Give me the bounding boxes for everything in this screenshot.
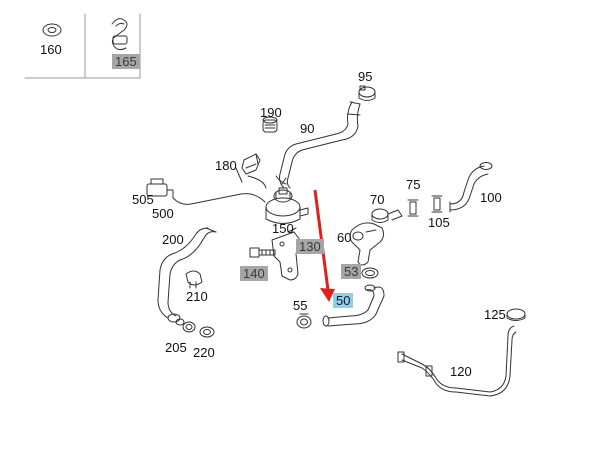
callout-125[interactable]: 125 [484, 307, 506, 322]
callout-50[interactable]: 50 [333, 293, 354, 308]
legend-box [24, 13, 141, 79]
part-210-clip-icon [185, 270, 203, 289]
part-100-hose-icon [449, 162, 493, 213]
part-75-clip-icon [407, 199, 419, 217]
part-190-plug-icon [262, 116, 278, 133]
callout-130[interactable]: 130 [296, 239, 324, 254]
callout-220[interactable]: 220 [193, 345, 215, 360]
callout-70[interactable]: 70 [370, 192, 385, 207]
callout-190[interactable]: 190 [260, 105, 282, 120]
part-50-hose-icon [322, 284, 385, 327]
callout-75[interactable]: 75 [406, 177, 421, 192]
part-60-housing-icon [349, 222, 385, 266]
callout-205[interactable]: 205 [165, 340, 187, 355]
part-120-pipe-icon [397, 325, 517, 397]
part-130-bracket-icon [271, 227, 301, 281]
part-500-wire-icon [172, 167, 266, 205]
part-53-seal-icon [361, 267, 379, 279]
part-505-connector-icon [146, 178, 174, 199]
part-125-clamp-icon [506, 308, 526, 321]
part-95-clamp-icon [358, 85, 376, 101]
part-55-clamp-icon [296, 313, 312, 329]
callout-140[interactable]: 140 [240, 266, 268, 281]
callout-90[interactable]: 90 [300, 121, 315, 136]
part-160-washer-icon [42, 23, 62, 37]
part-180-bracket-icon [241, 153, 267, 189]
part-70-thermostat-icon [371, 208, 403, 223]
callout-105[interactable]: 105 [428, 215, 450, 230]
callout-53[interactable]: 53 [341, 264, 362, 279]
part-90-hose-icon [275, 101, 361, 189]
callout-505[interactable]: 505 [132, 192, 154, 207]
callout-210[interactable]: 210 [186, 289, 208, 304]
part-200-hose-icon [157, 227, 217, 326]
callout-120[interactable]: 120 [450, 364, 472, 379]
part-220-clamp-icon [199, 326, 215, 338]
callout-160[interactable]: 160 [40, 42, 62, 57]
callout-180[interactable]: 180 [215, 158, 237, 173]
part-105-clip-icon [431, 195, 443, 213]
part-150-pump-icon [265, 187, 309, 224]
callout-165[interactable]: 165 [112, 54, 140, 69]
callout-95[interactable]: 95 [358, 69, 373, 84]
callout-500[interactable]: 500 [152, 206, 174, 221]
part-165-clip-icon [111, 18, 128, 51]
callout-200[interactable]: 200 [162, 232, 184, 247]
callout-55[interactable]: 55 [293, 298, 308, 313]
callout-150[interactable]: 150 [272, 221, 294, 236]
callout-100[interactable]: 100 [480, 190, 502, 205]
part-140-bolt-icon [249, 247, 276, 258]
callout-60[interactable]: 60 [337, 230, 352, 245]
part-205-clamp-icon [182, 321, 196, 333]
